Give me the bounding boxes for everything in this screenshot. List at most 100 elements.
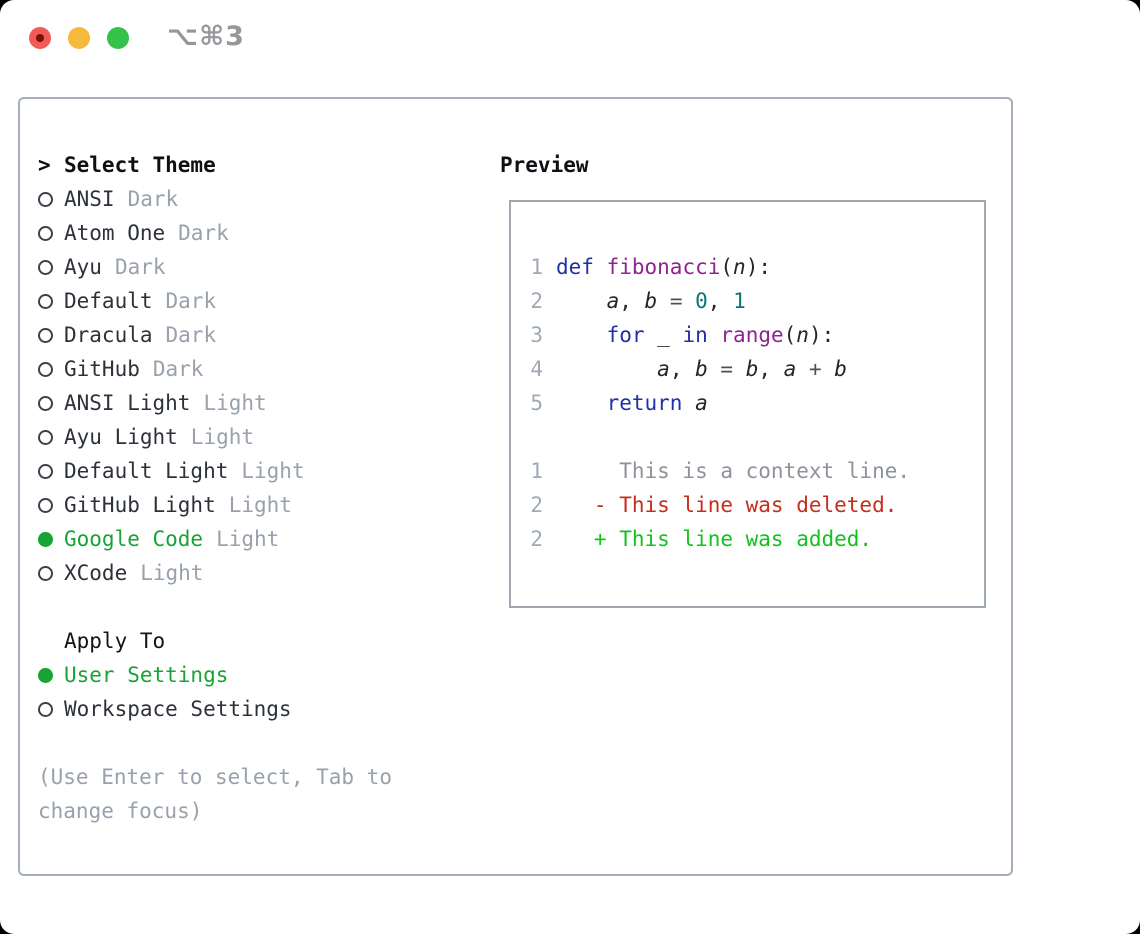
radio-marker [38, 293, 64, 309]
diff-preview: 1 This is a context line. 2 - This line w… [530, 454, 984, 556]
code-token: n [796, 323, 809, 347]
code-text: a, b = b, a + b [556, 357, 847, 381]
theme-variant: Light [241, 459, 305, 483]
code-token: ): [808, 323, 835, 347]
code-token [682, 391, 695, 415]
line-number: 1 [530, 255, 543, 279]
traffic-lights [29, 27, 129, 49]
code-line: 3 for _ in range(n): [530, 318, 984, 352]
theme-name: XCode [64, 561, 128, 585]
close-traffic-light-icon[interactable] [29, 27, 51, 49]
line-number: 1 [530, 459, 543, 483]
code-token: a [695, 391, 708, 415]
window-title: ⌥⌘3 [167, 21, 245, 52]
spacer [38, 726, 438, 760]
code-line: 5 return a [530, 386, 984, 420]
theme-option[interactable]: Default Light Light [38, 454, 438, 488]
selected-radio-icon [38, 667, 53, 683]
line-number: 4 [530, 357, 543, 381]
select-theme-title: Select Theme [64, 153, 216, 177]
radio-marker [38, 701, 64, 717]
radio-icon [38, 565, 53, 581]
theme-name: GitHub Light [64, 493, 216, 517]
radio-icon [38, 361, 53, 377]
code-token: a [606, 289, 620, 313]
radio-marker [38, 429, 64, 445]
line-number: 2 [530, 289, 543, 313]
minimize-traffic-light-icon[interactable] [68, 27, 90, 49]
theme-variant: Light [140, 561, 204, 585]
radio-marker [38, 395, 64, 411]
line-number: 2 [530, 527, 543, 551]
code-token: , [619, 289, 645, 313]
code-token [556, 391, 607, 415]
radio-icon [38, 497, 53, 513]
radio-icon [38, 395, 53, 411]
code-token: ( [720, 255, 734, 279]
apply-to-option[interactable]: User Settings [38, 658, 438, 692]
theme-name: Ayu [64, 255, 102, 279]
code-token: , [669, 357, 696, 381]
code-text: return a [556, 391, 708, 415]
theme-name: ANSI Light [64, 391, 191, 415]
select-theme-header: > Select Theme [38, 148, 438, 182]
focus-caret-icon: > [38, 153, 51, 177]
diff-text: This is a context line. [556, 459, 911, 483]
keyboard-hint: (Use Enter to select, Tab to change focu… [38, 765, 393, 823]
theme-option[interactable]: XCode Light [38, 556, 438, 590]
radio-marker [38, 531, 64, 547]
code-token: n [733, 255, 746, 279]
theme-variant: Light [203, 391, 267, 415]
code-token: a [783, 357, 797, 381]
code-token: , [707, 289, 734, 313]
diff-line: 2 + This line was added. [530, 522, 984, 556]
theme-variant: Dark [152, 357, 204, 381]
theme-name: Default Light [64, 459, 229, 483]
radio-icon [38, 429, 53, 445]
apply-to-label: Workspace Settings [64, 697, 292, 721]
code-line: 2 a, b = 0, 1 [530, 284, 984, 318]
radio-icon [38, 259, 53, 275]
radio-icon [38, 463, 53, 479]
code-token: = [657, 289, 696, 313]
preview-title: Preview [500, 153, 589, 177]
code-token: b [695, 357, 708, 381]
line-number: 5 [530, 391, 543, 415]
code-line: 4 a, b = b, a + b [530, 352, 984, 386]
line-number: 2 [530, 493, 543, 517]
zoom-traffic-light-icon[interactable] [107, 27, 129, 49]
code-token: + [796, 357, 835, 381]
apply-to-header-row: Apply To [38, 624, 438, 658]
radio-marker [38, 565, 64, 581]
theme-variant: Dark [165, 323, 217, 347]
theme-option[interactable]: ANSI Light Light [38, 386, 438, 420]
radio-marker [38, 225, 64, 241]
code-token: ): [745, 255, 771, 279]
line-number: 3 [530, 323, 543, 347]
diff-text: - This line was deleted. [556, 493, 898, 517]
code-text: for _ in range(n): [556, 323, 835, 347]
code-token: b [644, 289, 658, 313]
radio-marker [38, 497, 64, 513]
theme-name: Google Code [64, 527, 204, 551]
spacer [38, 590, 438, 624]
code-token: _ [644, 323, 683, 347]
code-token [556, 289, 607, 313]
code-token: range [720, 323, 784, 347]
apply-to-option[interactable]: Workspace Settings [38, 692, 438, 726]
